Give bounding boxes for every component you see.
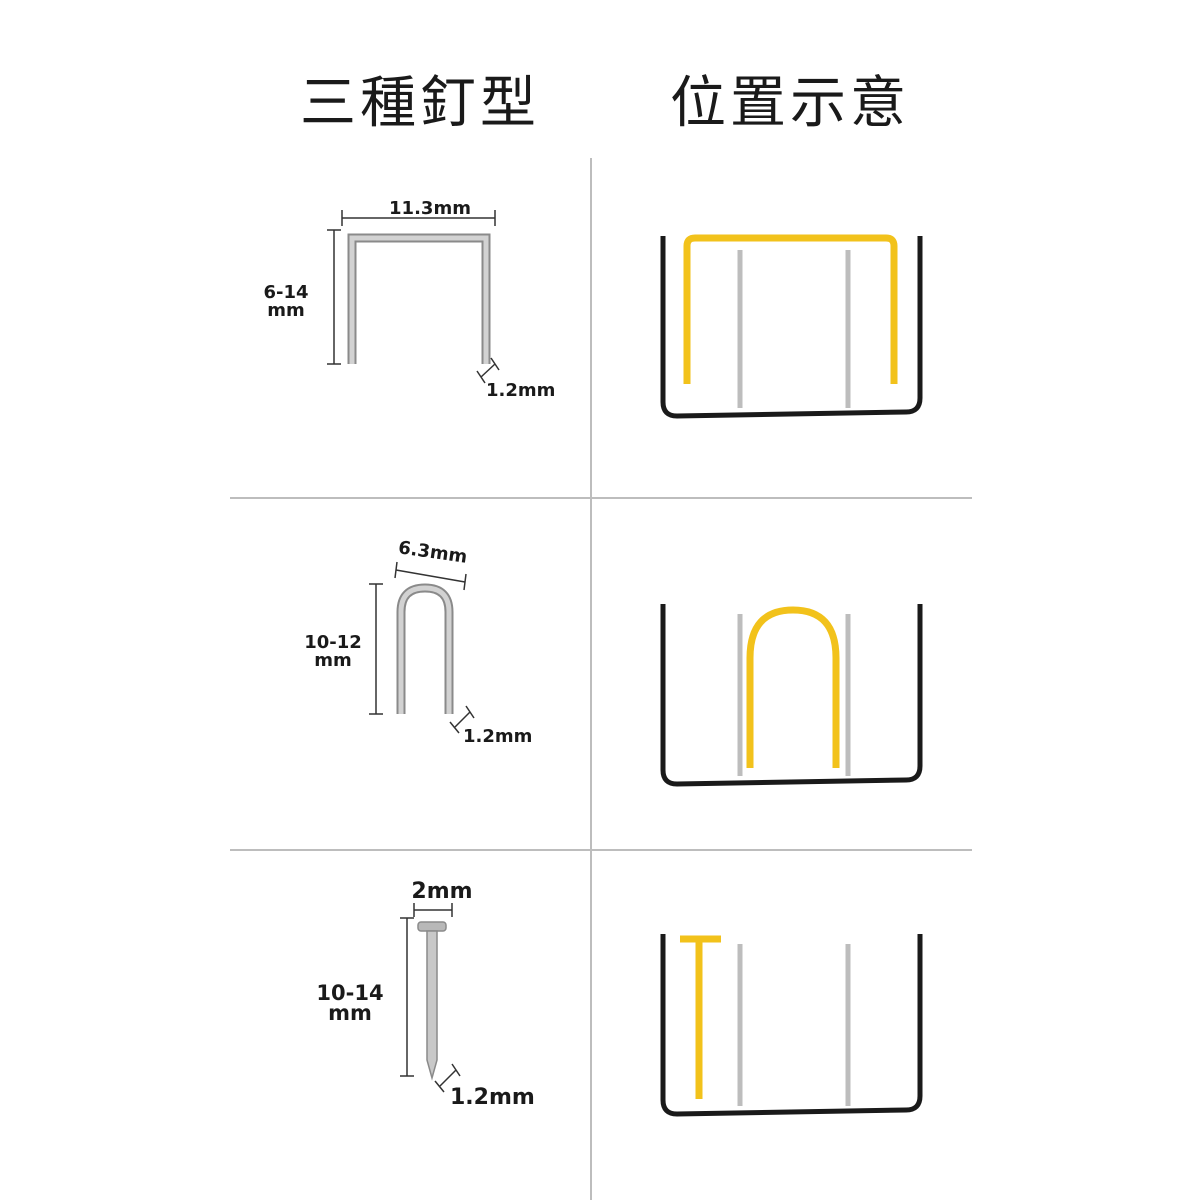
wire-label-1: 1.2mm	[486, 380, 555, 401]
flat-crown-staple-icon	[347, 233, 491, 364]
board-outline	[660, 934, 923, 1117]
placement-1	[660, 234, 923, 419]
height-label-3-line2: mm	[328, 1001, 372, 1025]
height-dimension-2: 10-12 mm	[304, 583, 383, 715]
staple-placement-flat	[683, 234, 898, 384]
nail-row-2: 6.3mm 10-12 mm 1.2mm	[304, 537, 532, 747]
placement-3	[660, 934, 923, 1117]
width-dimension-2: 6.3mm	[394, 537, 469, 591]
nail-row-3: 2mm 10-14 mm 1.2mm	[316, 879, 534, 1110]
grid-lines	[230, 158, 972, 1200]
width-dimension-3: 2mm	[411, 879, 473, 917]
heading-placement: 位置示意	[670, 71, 910, 136]
nail-row-1: 11.3mm 6-14 mm 1.2mm	[263, 198, 555, 401]
u-type-staple-icon	[396, 583, 454, 714]
height-dimension-3: 10-14 mm	[316, 917, 414, 1077]
placement-2	[660, 604, 923, 787]
t-head-nail-icon	[417, 921, 447, 1081]
board-outline	[660, 604, 923, 787]
height-label-3-line1: 10-14	[316, 981, 383, 1005]
nail-placement-t	[680, 935, 721, 1099]
height-label-1-line2: mm	[267, 300, 305, 321]
wire-dimension-2: 1.2mm	[449, 705, 532, 747]
staple-placement-u	[746, 606, 840, 768]
wire-dimension-1: 1.2mm	[476, 357, 555, 401]
width-dimension-1: 11.3mm	[341, 198, 496, 226]
height-dimension-1: 6-14 mm	[263, 229, 341, 365]
wire-label-2: 1.2mm	[463, 726, 532, 747]
wire-dimension-3: 1.2mm	[434, 1063, 535, 1110]
height-label-1-line1: 6-14	[263, 282, 308, 303]
width-label-1: 11.3mm	[389, 198, 471, 219]
height-label-2-line2: mm	[314, 650, 352, 671]
width-label-3: 2mm	[411, 879, 472, 904]
height-label-2-line1: 10-12	[304, 632, 362, 653]
board-outline	[660, 236, 923, 419]
heading-nail-types: 三種釘型	[300, 71, 540, 136]
width-label-2: 6.3mm	[397, 537, 469, 567]
wire-label-3: 1.2mm	[450, 1085, 535, 1110]
